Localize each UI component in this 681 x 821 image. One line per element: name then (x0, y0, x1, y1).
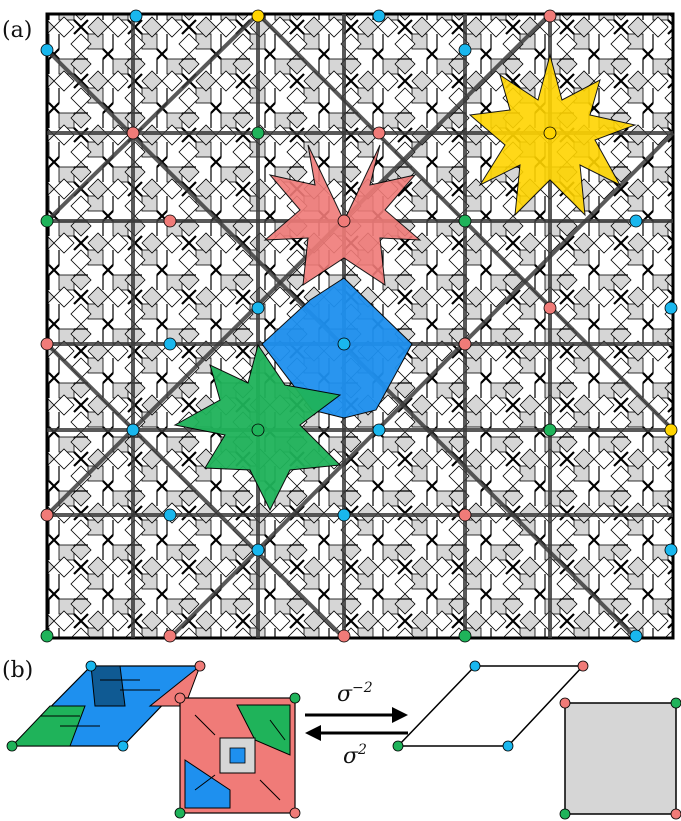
vertex-dot (459, 215, 471, 227)
vertex-dot (373, 424, 385, 436)
arrow-bottom-label: σ2 (343, 742, 367, 769)
vertex-dot (665, 424, 677, 436)
panel-a: (a) (2, 10, 677, 642)
vertex-dot (630, 630, 642, 642)
panel-a-label: (a) (2, 18, 32, 43)
vertex-dot (164, 630, 176, 642)
vertex-dot (544, 10, 556, 22)
vertex-dot (338, 509, 350, 521)
rhombus-vertex (7, 741, 17, 751)
rhombus-vertex (503, 741, 513, 751)
vertex-dot (630, 215, 642, 227)
panel-b-label: (b) (2, 658, 33, 683)
vertex-dot (127, 424, 139, 436)
vertex-dot (41, 215, 53, 227)
vertex-dot (459, 509, 471, 521)
square-vertex (175, 693, 185, 703)
panel-b: (b) σ−2 (2, 658, 681, 819)
vertex-dot (338, 338, 350, 350)
square-vertex (290, 693, 300, 703)
vertex-dot (373, 127, 385, 139)
vertex-dot (544, 127, 556, 139)
rhombus-vertex (118, 741, 128, 751)
outline-rhombus (393, 661, 588, 751)
square-vertex (560, 698, 570, 708)
square-vertex (175, 808, 185, 818)
vertex-dot (252, 544, 264, 556)
colored-square (175, 693, 300, 818)
vertex-dot (544, 302, 556, 314)
square-vertex (671, 809, 681, 819)
arrow-left-head (305, 725, 321, 741)
arrow-right-head (392, 707, 408, 723)
inflation-arrows: σ−2 σ2 (305, 680, 408, 769)
vertex-dot (459, 44, 471, 56)
square-vertex (560, 809, 570, 819)
rhombus-vertex (195, 661, 205, 671)
rhombus-vertex (470, 661, 480, 671)
vertex-dot (41, 338, 53, 350)
rhombus-vertex (578, 661, 588, 671)
vertex-dot (41, 509, 53, 521)
vertex-dot (459, 630, 471, 642)
arrow-top-label: σ−2 (337, 680, 373, 707)
vertex-dot (373, 10, 385, 22)
rhombus-vertex (393, 741, 403, 751)
gray-square (560, 698, 681, 819)
vertex-dot (164, 215, 176, 227)
vertex-dot (544, 424, 556, 436)
vertex-dot (665, 302, 677, 314)
square-vertex (290, 808, 300, 818)
vertex-dot (665, 544, 677, 556)
vertex-dot (252, 127, 264, 139)
rhombus-vertex (86, 661, 96, 671)
vertex-dot (127, 127, 139, 139)
vertex-dot (459, 338, 471, 350)
vertex-dot (41, 630, 53, 642)
vertex-dot (164, 509, 176, 521)
vertex-dot (252, 10, 264, 22)
vertex-dot (130, 10, 142, 22)
vertex-dot (338, 630, 350, 642)
vertex-dot (252, 424, 264, 436)
square-vertex (671, 698, 681, 708)
vertex-dot (41, 44, 53, 56)
vertex-dot (252, 302, 264, 314)
colored-rhombus (7, 661, 205, 751)
vertex-dot (164, 338, 176, 350)
vertex-dot (338, 215, 350, 227)
